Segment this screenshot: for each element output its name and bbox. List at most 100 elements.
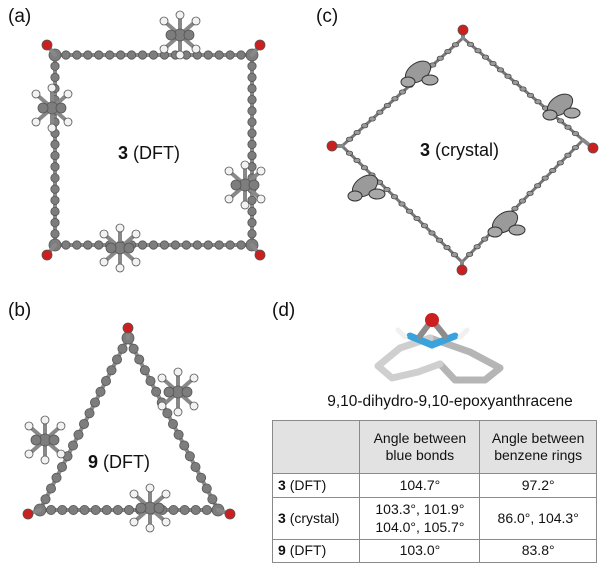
carbon-ellipsoid <box>451 42 459 48</box>
carbon-atom <box>192 240 202 250</box>
carbon-atom <box>247 128 257 138</box>
carbon-atom <box>50 195 60 205</box>
hydrogen-atom <box>63 117 73 127</box>
hydrogen-atom <box>131 229 141 239</box>
hydrogen-atom <box>191 16 201 26</box>
carbon-ellipsoid <box>474 48 482 54</box>
carbon-atom <box>203 50 213 60</box>
carbon-atom <box>159 240 170 250</box>
carbon-ellipsoid <box>496 67 505 73</box>
carbon-ellipsoid <box>405 208 414 214</box>
table-header-benzene-rings: Angle between benzene rings <box>479 420 597 474</box>
carbon-atom <box>248 179 260 191</box>
hydrogen-atom <box>161 489 171 499</box>
carbon-atom <box>151 386 162 397</box>
oxygen-atom <box>122 322 134 334</box>
label-3-crystal: 3 (crystal) <box>420 140 500 160</box>
carbon-atom <box>181 386 193 398</box>
carbon-atom <box>163 386 175 398</box>
carbon-atom <box>167 418 178 429</box>
carbon-ellipsoid <box>571 145 579 151</box>
carbon-atom <box>247 106 257 116</box>
oxygen-atom <box>456 264 468 276</box>
carbon-ellipsoid <box>534 99 542 105</box>
carbon-atom <box>105 50 115 60</box>
panel-label-d: (d) <box>272 300 296 321</box>
carbon-ellipsoid <box>443 244 451 251</box>
carbon-ellipsoid <box>435 237 444 243</box>
carbon-atom <box>116 50 126 60</box>
benzene-ring <box>426 334 504 384</box>
carbon-atom <box>112 354 123 365</box>
carbon-atom <box>190 504 201 515</box>
tbutyl-ellipsoid <box>421 74 439 86</box>
label-9-dft: 9 (DFT) <box>88 452 151 472</box>
carbon-ellipsoid <box>511 80 520 86</box>
carbon-atom <box>247 139 257 150</box>
hydrogen-atom <box>191 44 201 54</box>
oxygen-atom <box>254 249 266 261</box>
carbon-atom <box>181 240 191 250</box>
carbon-ellipsoid <box>450 252 459 258</box>
carbon-ellipsoid <box>526 92 535 98</box>
oxygen-atom <box>22 508 34 520</box>
panel-label-b: (b) <box>8 300 32 321</box>
carbon-atom <box>51 472 62 483</box>
panel-label-c: (c) <box>316 6 339 27</box>
hydrogen-atom <box>240 160 250 170</box>
carbon-atom <box>247 83 257 94</box>
carbon-atom <box>135 502 147 514</box>
cell-blue-bonds: 104.7° <box>359 473 481 498</box>
carbon-atom <box>236 50 246 60</box>
tbutyl-ellipsoid <box>508 224 526 236</box>
carbon-atom <box>128 343 139 354</box>
carbon-ellipsoid <box>413 215 421 222</box>
carbon-atom <box>165 29 177 41</box>
carbon-ellipsoid <box>519 86 527 92</box>
carbon-atom <box>112 504 123 515</box>
bond <box>428 332 459 349</box>
carbon-atom <box>50 150 60 161</box>
hydrogen-atom <box>115 223 125 233</box>
carbon-atom <box>153 502 165 514</box>
hydrogen-atom <box>56 421 66 431</box>
carbon-ellipsoid <box>473 244 481 250</box>
hydrogen-atom <box>24 421 34 431</box>
carbon-atom <box>46 504 57 515</box>
oxygen-atom <box>41 39 53 51</box>
hydrogen-atom <box>129 517 139 527</box>
carbon-atom <box>162 408 173 419</box>
carbon-ellipsoid <box>466 251 474 257</box>
carbon-ellipsoid <box>556 160 564 166</box>
carbon-ellipsoid <box>376 109 384 115</box>
carbon-atom <box>101 375 112 386</box>
carbon-atom <box>168 504 179 515</box>
carbon-ellipsoid <box>489 60 497 67</box>
carbon-atom <box>50 61 60 71</box>
tbutyl-ellipsoid <box>563 107 581 119</box>
carbon-ellipsoid <box>526 190 534 196</box>
cell-blue-bonds: 103.0° <box>359 539 481 563</box>
carbon-atom <box>170 240 180 250</box>
carbon-atom <box>117 343 128 354</box>
hydrogen-atom <box>157 401 167 411</box>
carbon-ellipsoid <box>345 150 354 156</box>
hydrogen-atom <box>131 257 141 267</box>
carbon-atom <box>214 50 224 60</box>
carbon-atom <box>83 50 93 60</box>
carbon-ellipsoid <box>511 206 519 212</box>
hydrogen-atom <box>129 489 139 499</box>
carbon-atom <box>139 365 150 376</box>
carbon-atom <box>247 61 257 71</box>
carbon-ellipsoid <box>368 116 376 122</box>
table-header-corner <box>271 420 361 474</box>
carbon-atom <box>79 504 90 515</box>
carbon-atom <box>179 504 190 515</box>
tbutyl-ellipsoid <box>487 226 503 238</box>
carbon-atom <box>190 461 201 472</box>
carbon-atom <box>50 229 60 239</box>
carbon-ellipsoid <box>534 183 542 189</box>
angle-table: Angle between blue bonds Angle between b… <box>271 420 597 563</box>
carbon-atom <box>123 242 135 254</box>
